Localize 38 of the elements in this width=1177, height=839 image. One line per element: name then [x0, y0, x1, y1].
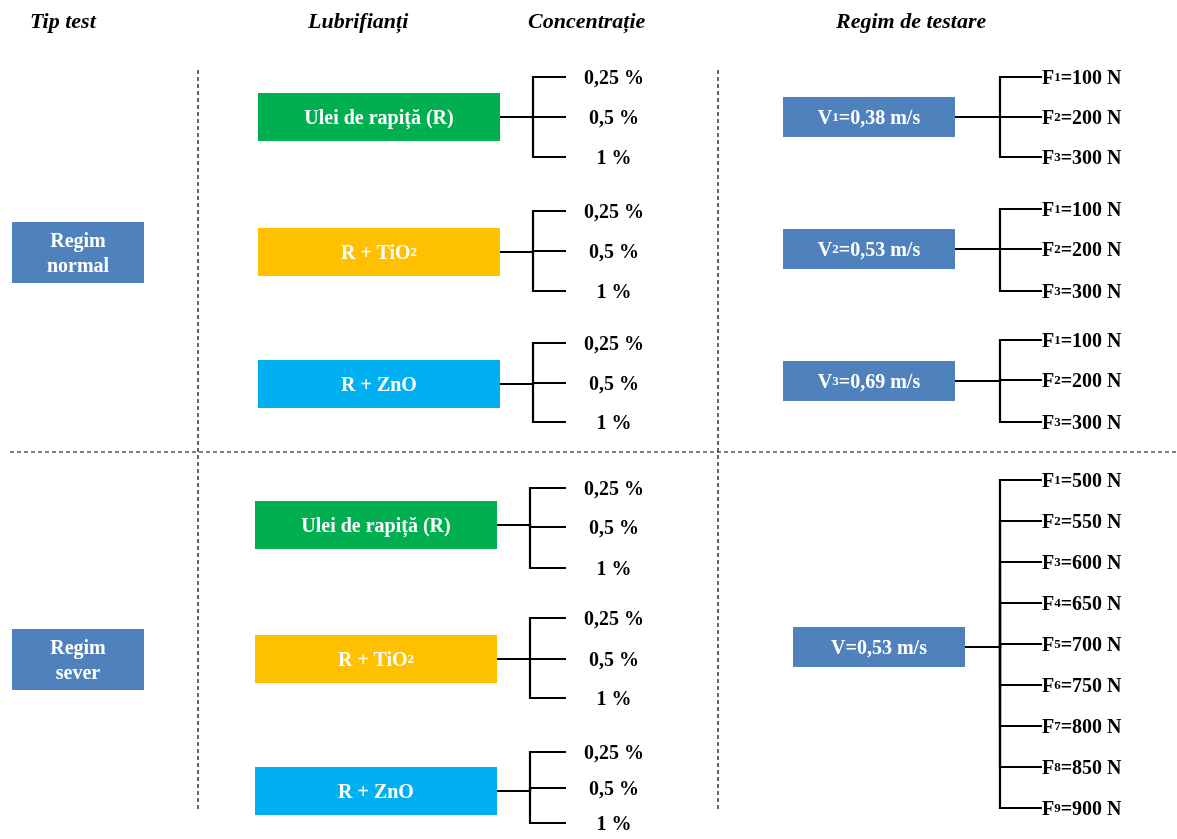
concentration-label: 1 % [566, 684, 662, 712]
concentration-label: 0,25 % [566, 63, 662, 91]
speed-box: V=0,53 m/s [793, 627, 965, 667]
concentration-label: 1 % [566, 554, 662, 582]
bracket-connector [500, 250, 566, 293]
test-type-box: Regim normal [12, 222, 144, 283]
column-heading: Concentrație [528, 8, 646, 34]
concentration-label: 1 % [566, 408, 662, 436]
lubricant-box: Ulei de rapiță (R) [258, 93, 500, 141]
column-heading: Regim de testare [836, 8, 987, 34]
concentration-label: 0,25 % [566, 197, 662, 225]
lubricant-box: Ulei de rapiță (R) [255, 501, 497, 549]
concentration-label: 1 % [566, 143, 662, 171]
concentration-label: 0,25 % [566, 604, 662, 632]
concentration-label: 1 % [566, 809, 662, 837]
bracket-connector [955, 247, 1042, 293]
concentration-label: 0,25 % [566, 329, 662, 357]
bracket-connector [500, 382, 566, 424]
test-type-box: Regim sever [12, 629, 144, 690]
bracket-connector [955, 379, 1042, 424]
bracket-connector [497, 657, 566, 700]
concentration-label: 0,5 % [566, 645, 662, 673]
bracket-connector [497, 523, 566, 570]
column-heading: Tip test [30, 8, 96, 34]
concentration-label: 0,5 % [566, 369, 662, 397]
concentration-label: 0,25 % [566, 738, 662, 766]
concentration-label: 1 % [566, 277, 662, 305]
bracket-connector [500, 115, 566, 159]
concentration-label: 0,25 % [566, 474, 662, 502]
lubricant-box: R + ZnO [258, 360, 500, 408]
bracket-connector [497, 789, 566, 825]
lubricant-box: R + ZnO [255, 767, 497, 815]
concentration-label: 0,5 % [566, 103, 662, 131]
column-heading: Lubrifianți [308, 8, 409, 34]
concentration-label: 0,5 % [566, 237, 662, 265]
bracket-connector [955, 115, 1042, 159]
concentration-label: 0,5 % [566, 513, 662, 541]
concentration-label: 0,5 % [566, 774, 662, 802]
